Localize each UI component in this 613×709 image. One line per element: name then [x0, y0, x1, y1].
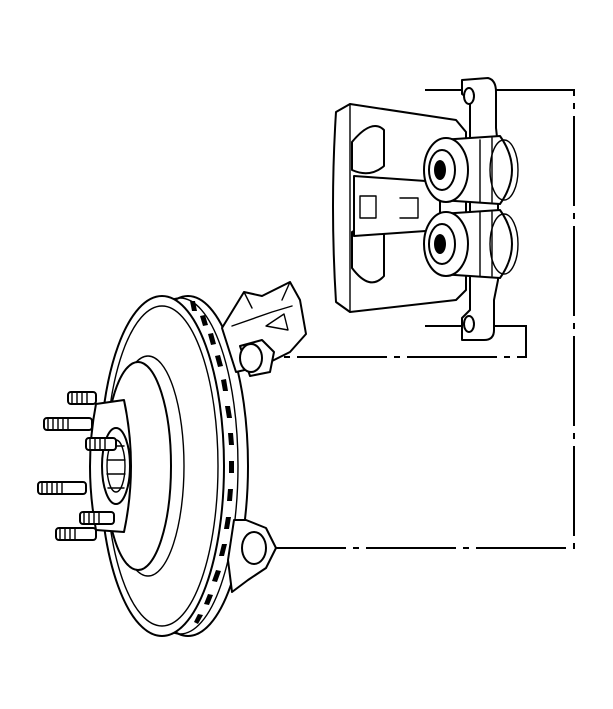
wheel-stud-6	[55, 527, 97, 541]
wheel-stud-icon	[37, 391, 117, 541]
wheel-stud-1	[67, 391, 97, 405]
brake-caliper-icon	[332, 77, 519, 341]
leader-line-lower	[274, 325, 527, 358]
lower-mounting-boss	[241, 531, 267, 565]
wheel-stud-4	[37, 481, 87, 495]
wheel-stud-2	[43, 417, 93, 431]
brake-rotor-icon	[99, 295, 249, 637]
wheel-stud-3	[85, 437, 117, 451]
caliper-mounting-bracket-icon	[221, 281, 307, 593]
caliper-piston-lower	[423, 209, 519, 279]
upper-mounting-boss	[239, 339, 275, 377]
leader-line-upper	[276, 89, 575, 549]
caliper-piston-upper	[423, 135, 519, 205]
wheel-stud-5	[79, 511, 115, 525]
